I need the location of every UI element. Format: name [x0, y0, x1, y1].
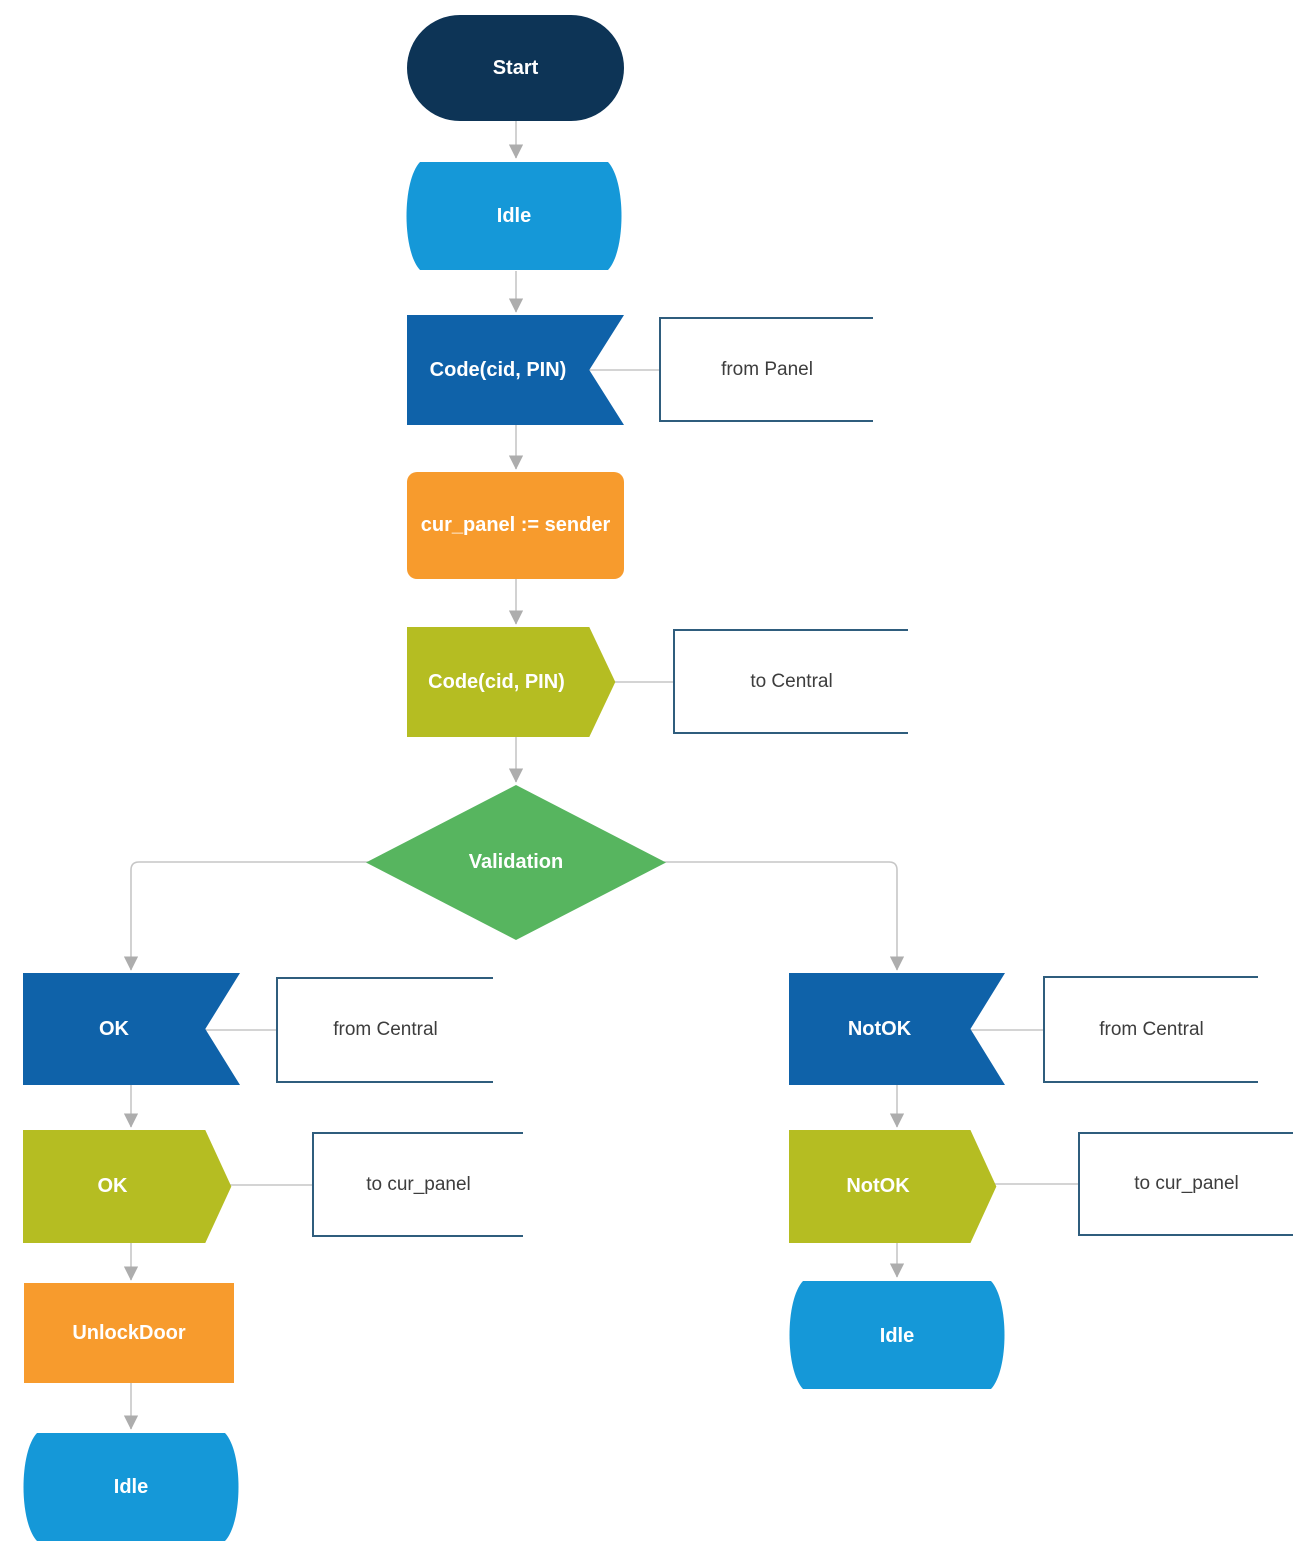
- idle-state-top: Idle: [404, 161, 624, 271]
- comment-to-central: to Central: [673, 629, 908, 734]
- idle-state-right: Idle: [787, 1280, 1007, 1392]
- idle-label: Idle: [496, 204, 532, 227]
- input-signal-notok: NotOK: [789, 973, 1005, 1085]
- task-unlock-door: UnlockDoor: [24, 1283, 234, 1383]
- comment-from-central-right: from Central: [1043, 976, 1258, 1083]
- edge-decision-notok: [664, 861, 905, 971]
- output-ok-label: OK: [97, 1175, 128, 1197]
- input-notok-label: NotOK: [847, 1017, 912, 1040]
- task-unlock-label: UnlockDoor: [72, 1321, 186, 1344]
- state-shape: [406, 162, 622, 270]
- comment-from-central-left: from Central: [276, 977, 493, 1083]
- idle-right-label: Idle: [879, 1324, 915, 1347]
- decision-label: Validation: [468, 851, 564, 873]
- input-code-label: Code(cid, PIN): [429, 358, 567, 381]
- start-label: Start: [492, 56, 539, 79]
- comment-to-cur-panel-left: to cur_panel: [312, 1132, 523, 1237]
- input-ok-label: OK: [99, 1017, 129, 1040]
- idle-left-label: Idle: [113, 1476, 149, 1498]
- output-signal-code: Code(cid, PIN): [407, 627, 616, 737]
- state-shape: [23, 1433, 239, 1541]
- task-cur-panel-assign: cur_panel := sender: [407, 472, 624, 579]
- input-signal-ok: OK: [23, 973, 240, 1085]
- idle-state-left: Idle: [21, 1432, 241, 1543]
- state-shape: [789, 1281, 1005, 1389]
- edge-decision-ok: [123, 861, 368, 971]
- output-code-label: Code(cid, PIN): [428, 670, 565, 693]
- comment-to-cur-panel-right: to cur_panel: [1078, 1132, 1293, 1236]
- input-signal-code: Code(cid, PIN): [407, 315, 624, 425]
- comment-from-panel: from Panel: [659, 317, 873, 422]
- output-signal-ok: OK: [23, 1130, 232, 1243]
- output-notok-label: NotOK: [846, 1175, 910, 1197]
- start-node: Start: [407, 15, 624, 121]
- output-signal-notok: NotOK: [789, 1130, 997, 1243]
- task-assign-label: cur_panel := sender: [420, 514, 611, 536]
